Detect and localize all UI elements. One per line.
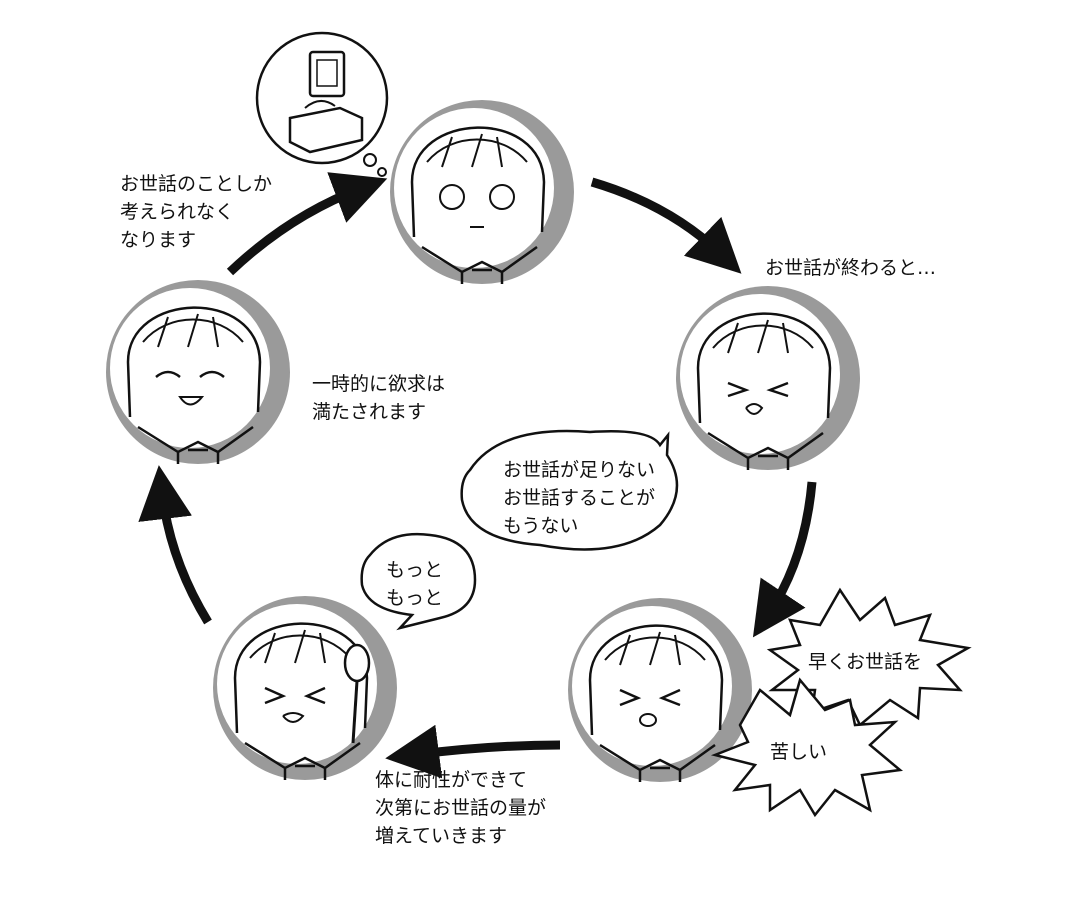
caption-tolerance-increases: 体に耐性ができて 次第にお世話の量が 増えていきます (375, 769, 547, 847)
arrow-right-to-bottom-right (752, 481, 817, 638)
character-wanting-more (211, 594, 399, 782)
tissue-box-icon (288, 106, 364, 154)
burst-text-hurry: 早くお世話を (808, 651, 923, 673)
caption-only-think-of-care: お世話のことしか 考えられなく なります (120, 173, 273, 251)
burst-pain (710, 677, 903, 818)
caption-when-care-ends: お世話が終わると… (765, 257, 937, 279)
speech-bubble-center (460, 429, 679, 551)
arrow-bottom-right-to-bottom-left (385, 724, 561, 779)
smartphone-icon (308, 50, 346, 98)
arrow-left-to-top (226, 172, 388, 276)
character-thinking (388, 98, 576, 286)
burst-hurry (766, 587, 972, 727)
bubble-text-more: もっと もっと (386, 559, 444, 609)
bubble-text-not-enough-care: お世話が足りない お世話することが もうない (503, 459, 656, 537)
character-craving (674, 284, 862, 472)
speech-bubble-more (360, 533, 477, 631)
burst-text-pain: 苦しい (770, 741, 828, 763)
character-satisfied (104, 278, 292, 466)
caption-temporarily-satisfied: 一時的に欲求は 満たされます (312, 373, 446, 423)
arrow-bottom-left-to-left (138, 465, 212, 625)
arrow-top-to-right (590, 177, 742, 274)
thought-bubble (255, 31, 389, 177)
character-suffering (566, 596, 754, 784)
